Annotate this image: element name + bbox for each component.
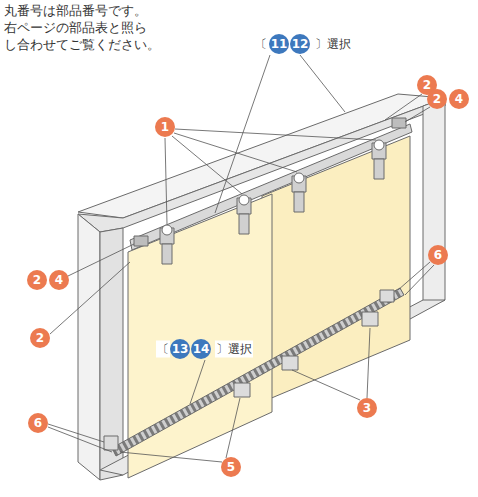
option-callout-number: 12	[290, 34, 310, 54]
leader-lines	[48, 55, 434, 462]
callout-number: 2	[30, 328, 50, 348]
callout-number: 6	[428, 245, 448, 265]
callout-number: 2	[27, 270, 47, 290]
callout-number: 2	[427, 89, 447, 109]
right-side-panel	[423, 98, 445, 310]
callout-number: 1	[155, 117, 175, 137]
bracket-text: 〕選択	[314, 36, 352, 53]
hanger-wheels	[162, 140, 384, 235]
bracket-text: 〔	[156, 341, 170, 358]
rear-door	[262, 136, 410, 402]
option-callout-number: 13	[170, 339, 190, 359]
stopper-right	[392, 118, 406, 128]
callout-number: 4	[449, 89, 469, 109]
guide-blocks	[104, 290, 394, 450]
option-callout-number: 11	[269, 34, 289, 54]
callout-number: 5	[221, 457, 241, 477]
bracket-text: 〔	[254, 36, 268, 53]
bracket-text: 〕選択	[215, 341, 253, 358]
stopper-left	[134, 236, 148, 246]
lower-rack-rail	[112, 288, 404, 456]
callout-number: 6	[28, 413, 48, 433]
note-text: 丸番号は部品番号です。 右ページの部品表と照ら し合わせてご覧ください。	[4, 2, 162, 53]
callout-number: 3	[357, 398, 377, 418]
callout-number: 4	[49, 270, 69, 290]
option-callout-number: 14	[191, 339, 211, 359]
hanger-fittings	[160, 143, 386, 264]
